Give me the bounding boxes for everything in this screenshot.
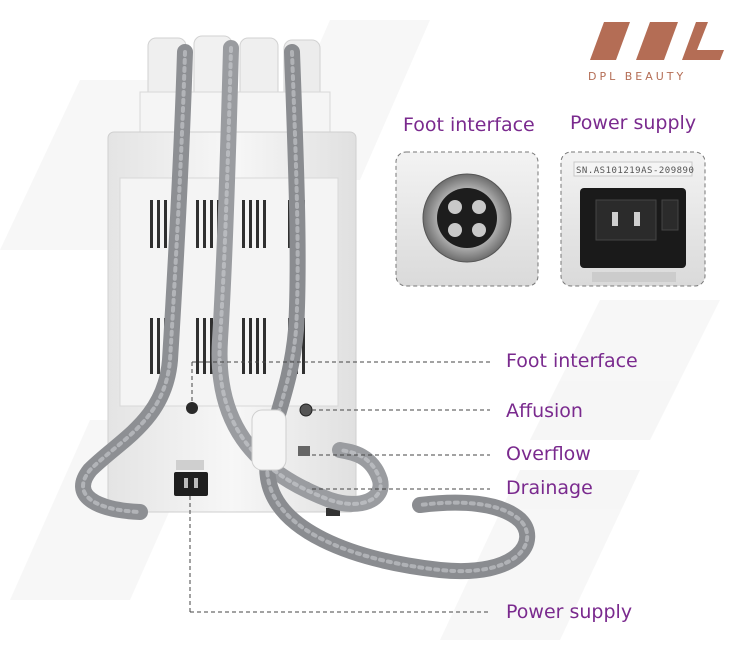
callout-foot-interface: Foot interface: [506, 350, 638, 372]
handpiece-connector: [251, 409, 287, 471]
power-supply-inset: [560, 151, 706, 287]
callout-power-supply: Power supply: [506, 601, 633, 623]
callout-affusion: Affusion: [506, 400, 583, 422]
overflow-port: [298, 446, 310, 456]
foot-interface-inset: [395, 151, 539, 287]
foot-interface-port: [186, 402, 198, 414]
brand-logo: [590, 22, 724, 60]
affusion-port: [299, 403, 313, 417]
callout-lines: [189, 361, 490, 613]
power-socket: [174, 472, 208, 496]
callout-overflow: Overflow: [506, 443, 591, 465]
callout-drainage: Drainage: [506, 477, 593, 499]
hoses: [75, 40, 536, 580]
power-supply-inset-title: Power supply: [570, 112, 697, 134]
brand-name: DPL BEAUTY: [588, 70, 687, 83]
foot-interface-inset-title: Foot interface: [403, 114, 535, 136]
serial-number: SN.AS101219AS-209890: [576, 166, 695, 176]
